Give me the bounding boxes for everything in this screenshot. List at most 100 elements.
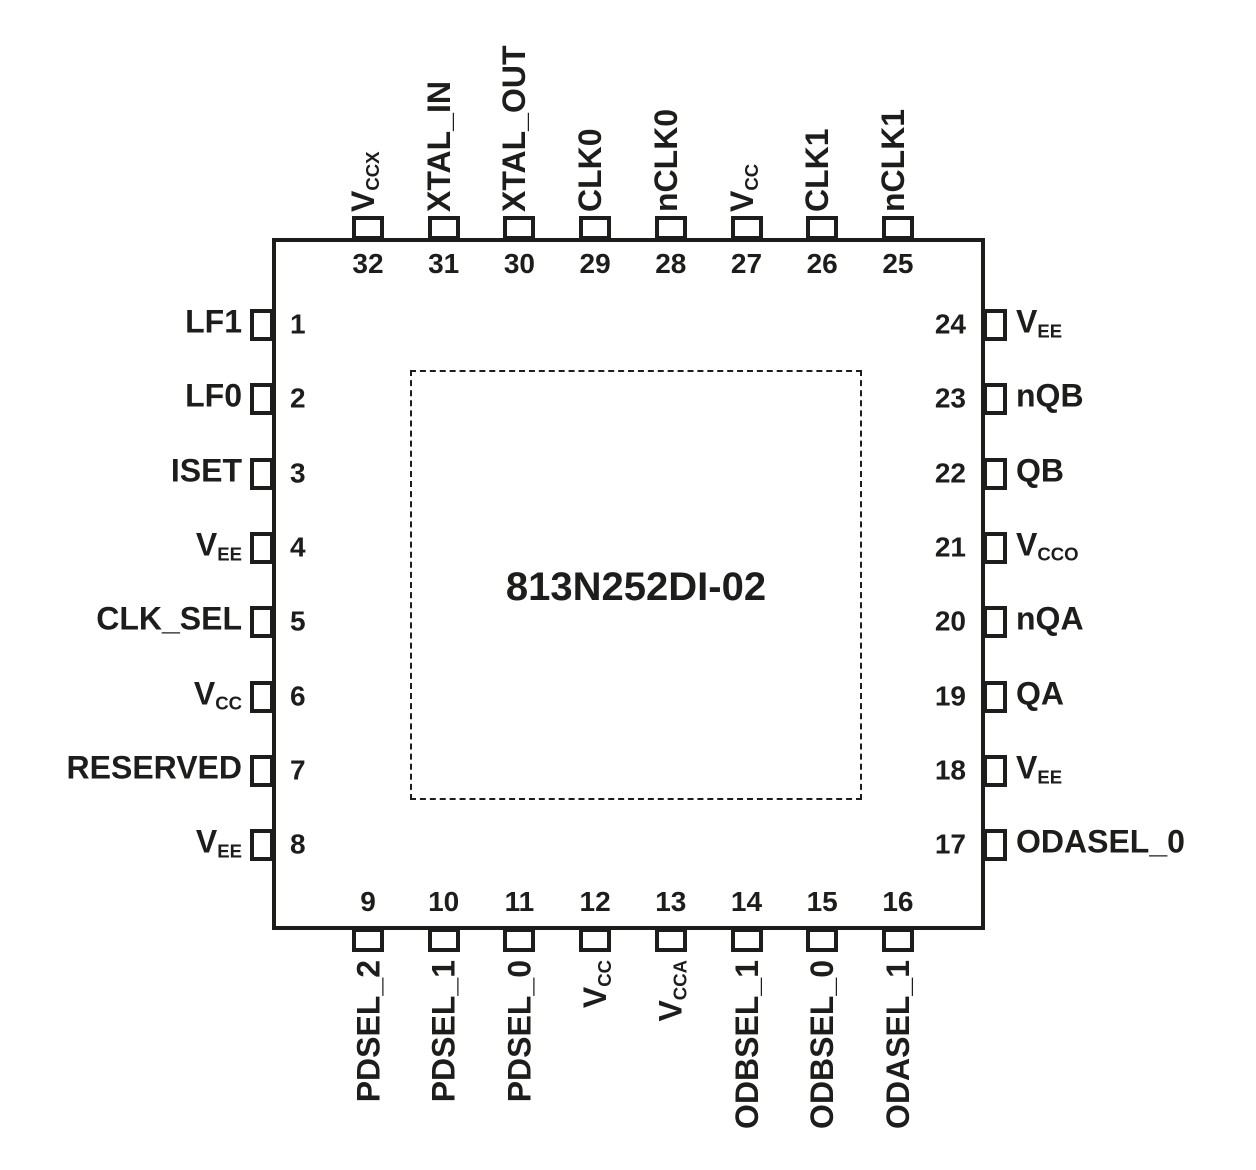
pin-stub-18: [983, 754, 1007, 787]
pin-label-text: nQA: [1016, 600, 1084, 637]
pin-label-text: V: [345, 190, 381, 212]
pin-number-30: 30: [503, 248, 535, 279]
pin-stub-14: [730, 928, 763, 952]
pin-stub-19: [983, 680, 1007, 713]
pin-label-5: CLK_SEL: [96, 601, 242, 642]
pin-stub-32: [352, 216, 384, 240]
pin-stub-29: [579, 216, 612, 240]
pin-stub-7: [250, 754, 274, 787]
pin-label-text: ODBSEL_1: [728, 960, 765, 1129]
pin-number-10: 10: [428, 886, 460, 917]
pin-label-text: V: [1016, 303, 1038, 340]
pin-stub-6: [250, 680, 274, 713]
pin-label-text: LF1: [185, 303, 242, 340]
pin-stub-1: [250, 309, 274, 341]
pin-stub-13: [654, 928, 687, 952]
pin-stub-12: [579, 928, 612, 952]
pin-label-17: ODASEL_0: [1016, 824, 1185, 865]
pin-number-3: 3: [290, 456, 306, 488]
pin-number-27: 27: [730, 248, 763, 279]
pin-label-3: ISET: [171, 452, 242, 493]
pin-number-17: 17: [934, 828, 966, 860]
pin-number-31: 31: [428, 248, 460, 279]
pin-label-text: V: [195, 823, 218, 860]
pin-label-subscript: EE: [217, 543, 242, 565]
pin-label-text: PDSEL_2: [350, 960, 386, 1103]
pin-number-1: 1: [290, 308, 306, 340]
pin-label-2: LF0: [185, 378, 242, 419]
pin-label-19: QA: [1016, 675, 1064, 716]
pin-label-text: ODBSEL_0: [804, 960, 841, 1129]
pin-label-28: nCLK0: [647, 108, 687, 212]
pin-label-text: ODASEL_0: [1016, 823, 1185, 860]
pin-number-19: 19: [934, 679, 966, 711]
pin-label-15: ODBSEL_0: [804, 960, 843, 1129]
pin-label-subscript: CC: [740, 163, 762, 191]
pin-label-subscript: CCO: [1037, 543, 1079, 565]
pin-number-7: 7: [290, 754, 306, 786]
pin-stub-21: [983, 531, 1007, 564]
pin-label-text: nCLK0: [647, 108, 684, 212]
pin-stub-31: [427, 216, 460, 240]
pin-label-subscript: CC: [215, 692, 242, 714]
pin-label-text: CLK_SEL: [96, 600, 242, 637]
pin-label-6: VCC: [194, 675, 242, 716]
pin-label-7: RESERVED: [67, 749, 242, 790]
pin-label-27: VCC: [723, 163, 763, 212]
pin-label-text: CLK0: [572, 128, 609, 212]
pin-number-2: 2: [290, 382, 306, 414]
pin-number-8: 8: [290, 828, 306, 860]
pin-number-11: 11: [504, 886, 535, 917]
pin-stub-11: [503, 928, 536, 952]
pin-stub-15: [806, 928, 839, 952]
pin-stub-30: [503, 216, 536, 240]
pin-stub-3: [250, 457, 274, 490]
pin-number-16: 16: [882, 886, 914, 917]
pin-stub-20: [983, 606, 1007, 639]
pin-label-text: QB: [1016, 452, 1064, 489]
pin-label-10: PDSEL_1: [426, 960, 465, 1102]
pin-label-4: VEE: [196, 527, 242, 568]
pin-label-26: CLK1: [799, 128, 838, 212]
pin-label-30: XTAL_OUT: [496, 45, 535, 212]
pin-stub-24: [983, 309, 1007, 341]
pin-number-32: 32: [352, 248, 384, 279]
pin-label-24: VEE: [1016, 304, 1062, 345]
pin-label-1: LF1: [185, 304, 242, 345]
pin-number-22: 22: [934, 456, 966, 488]
chip-part-number: 813N252DI-02: [505, 565, 767, 609]
pin-label-25: nCLK1: [875, 109, 914, 212]
pin-stub-25: [881, 216, 914, 240]
pin-number-12: 12: [579, 886, 611, 917]
pin-stub-22: [983, 457, 1007, 490]
pin-label-text: QA: [1016, 675, 1064, 712]
pin-label-text: nQB: [1016, 377, 1084, 414]
pin-label-text: V: [652, 1000, 689, 1022]
pin-number-23: 23: [934, 382, 966, 414]
pin-label-text: CLK1: [799, 128, 836, 212]
pin-number-18: 18: [934, 754, 966, 786]
pin-label-14: ODBSEL_1: [728, 960, 768, 1129]
pin-number-25: 25: [882, 248, 914, 279]
pin-number-21: 21: [934, 531, 966, 563]
pin-label-text: ISET: [170, 452, 242, 489]
pin-label-text: LF0: [185, 377, 242, 414]
pin-stub-10: [427, 928, 460, 952]
pin-number-13: 13: [655, 886, 687, 917]
pin-label-text: ODASEL_1: [879, 960, 916, 1129]
pin-label-13: VCCA: [652, 960, 692, 1022]
pin-stub-23: [983, 383, 1007, 416]
pin-label-text: V: [723, 190, 760, 212]
pin-label-subscript: EE: [217, 840, 242, 862]
pin-label-subscript: CCX: [362, 151, 384, 191]
pin-label-text: V: [1016, 749, 1038, 786]
pin-label-subscript: EE: [1037, 766, 1063, 788]
pin-label-32: VCCX: [345, 151, 384, 212]
pin-label-8: VEE: [196, 824, 242, 865]
pin-label-11: PDSEL_0: [501, 960, 540, 1102]
pin-label-23: nQB: [1016, 378, 1084, 419]
pin-label-subscript: CCA: [669, 960, 691, 1001]
pin-label-31: XTAL_IN: [421, 81, 460, 212]
pin-number-29: 29: [579, 248, 611, 279]
